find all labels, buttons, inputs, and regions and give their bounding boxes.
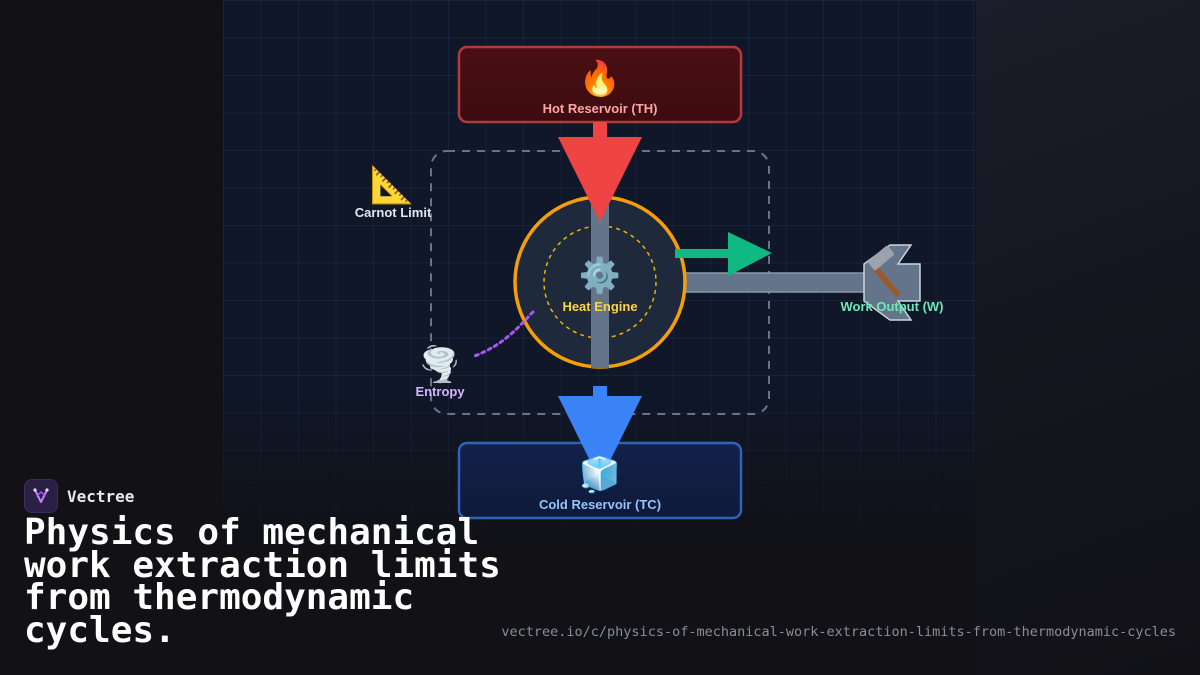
gear-icon: ⚙️ xyxy=(579,256,621,296)
hot-arrow-stem xyxy=(593,122,607,140)
entropy-label: Entropy xyxy=(415,384,465,399)
brand-name: Vectree xyxy=(67,486,135,506)
work-output-arrow xyxy=(728,232,772,276)
tornado-icon: 🌪️ xyxy=(419,344,461,385)
carnot-limit-label: Carnot Limit xyxy=(355,205,432,220)
brand: Vectree xyxy=(24,479,134,513)
work-output-label: Work Output (W) xyxy=(840,299,943,314)
work-shaft xyxy=(679,272,867,293)
cold-reservoir-label: Cold Reservoir (TC) xyxy=(539,497,661,512)
hot-heat-arrow xyxy=(558,137,642,222)
ice-cube-icon: 🧊 xyxy=(579,455,621,495)
engine-heat-shaft xyxy=(591,198,609,368)
fire-icon: 🔥 xyxy=(579,59,621,99)
triangular-ruler-icon: 📐 xyxy=(370,164,415,206)
heat-engine-inner-ring xyxy=(543,225,657,339)
page-title: Physics of mechanical work extraction li… xyxy=(24,512,501,651)
entropy-flow-line xyxy=(470,310,535,359)
hot-reservoir-label: Hot Reservoir (TH) xyxy=(543,101,658,116)
heat-engine-label: Heat Engine xyxy=(562,299,637,314)
page-url[interactable]: vectree.io/c/physics-of-mechanical-work-… xyxy=(501,624,1176,640)
hammer-icon xyxy=(863,244,921,321)
work-arrow-stem xyxy=(675,249,733,258)
right-backdrop xyxy=(976,0,1200,675)
vectree-logo-icon xyxy=(24,479,58,513)
cold-heat-arrow xyxy=(558,396,642,481)
